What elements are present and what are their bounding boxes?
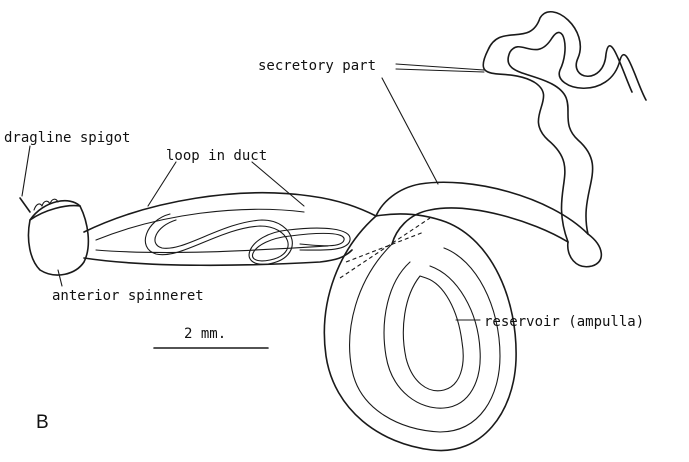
label-dragline-spigot: dragline spigot xyxy=(4,130,130,146)
label-anterior-spinneret: anterior spinneret xyxy=(52,288,204,304)
panel-label: B xyxy=(36,412,49,433)
label-scale: 2 mm. xyxy=(184,326,226,342)
leader-lines xyxy=(22,64,484,320)
leader-secretory-down xyxy=(382,78,438,184)
leader-loop-right xyxy=(252,162,304,206)
label-reservoir: reservoir (ampulla) xyxy=(484,314,644,330)
leader-loop-left xyxy=(148,162,176,206)
reservoir-ampulla xyxy=(324,214,516,451)
duct xyxy=(84,193,376,265)
label-loop-in-duct: loop in duct xyxy=(166,148,267,164)
label-secretory-part: secretory part xyxy=(258,58,376,74)
leader-dragline xyxy=(22,146,30,196)
secretory-tube xyxy=(376,12,646,267)
leader-spinneret xyxy=(58,270,62,286)
anterior-spinneret xyxy=(28,201,88,275)
